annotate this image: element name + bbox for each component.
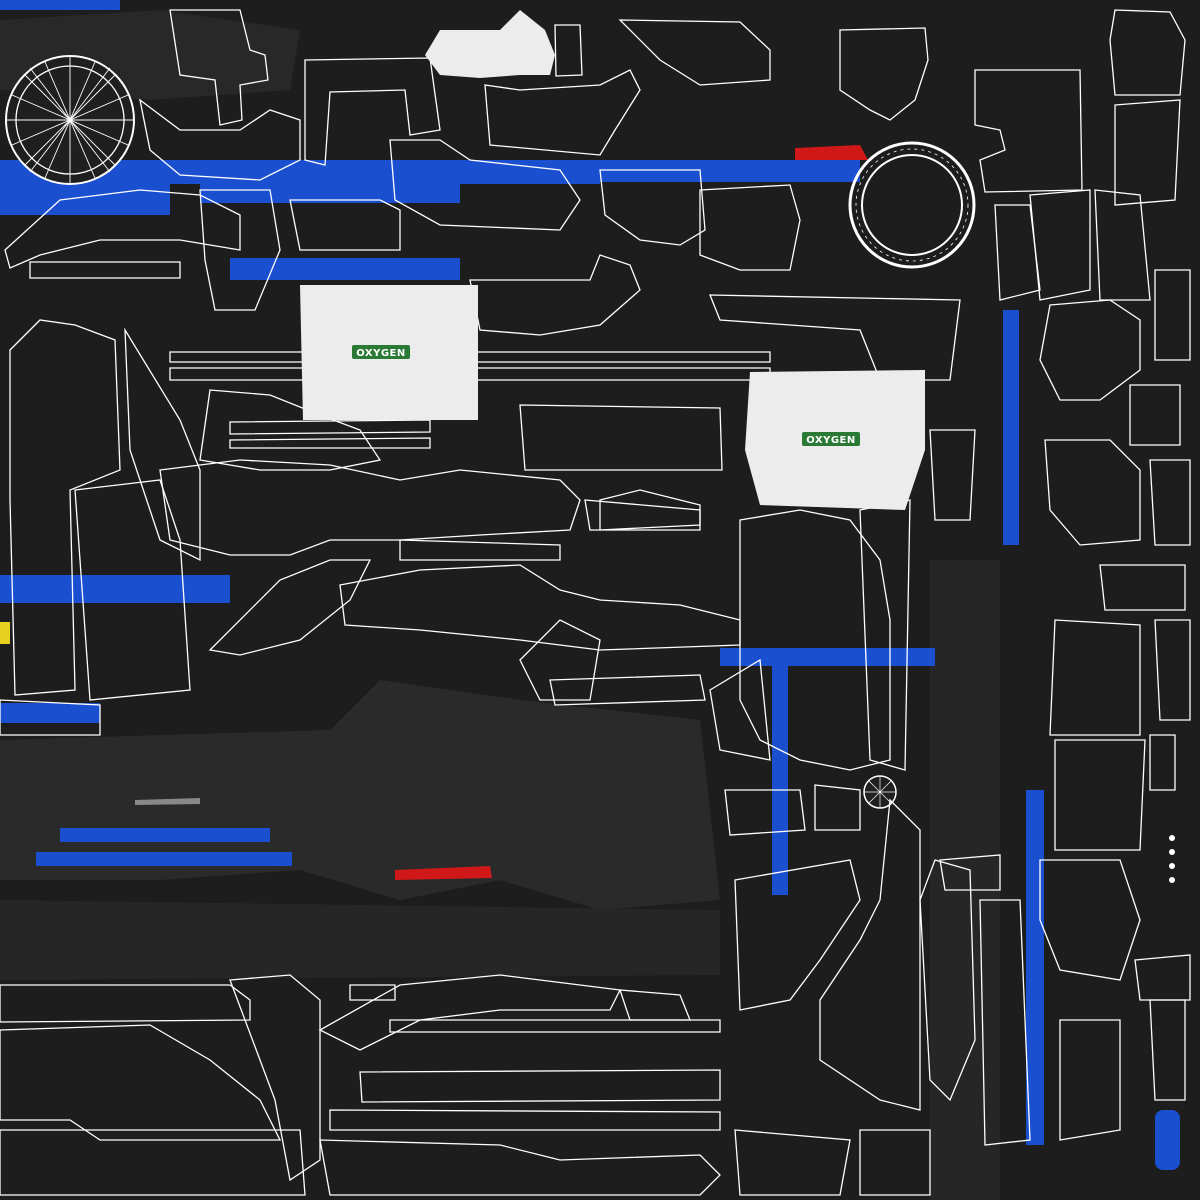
decal-panels — [300, 10, 925, 510]
yellow-marker — [0, 622, 10, 644]
wireframe-wheel-icon — [5, 55, 135, 185]
small-wheel — [863, 775, 897, 809]
red-accent-strips — [395, 145, 868, 880]
blue-accent-strips — [0, 0, 1180, 1170]
uv-islands — [0, 9, 1191, 1196]
logo-text-primary: OXYGEN — [356, 348, 406, 359]
oxygen-logo-secondary: OXYGEN — [802, 432, 860, 446]
dot-column — [1169, 835, 1175, 883]
logo-text-secondary: OXYGEN — [806, 435, 856, 446]
wireframe-circle-icon — [848, 141, 976, 269]
oxygen-logo: OXYGEN — [352, 345, 410, 359]
